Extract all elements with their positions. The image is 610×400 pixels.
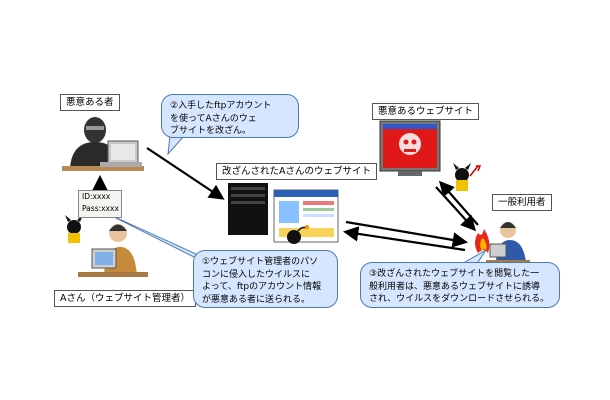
callout-step1-line-4: が悪意ある者に送られる。 <box>202 294 311 305</box>
credentials-note: ID:xxxx Pass:xxxx <box>78 190 122 218</box>
callout-step3-line-3: され、ウイルスをダウンロードさせられる。 <box>369 294 550 304</box>
site-admin-figure <box>78 224 148 277</box>
callout-step3-line-1: ③改ざんされたウェブサイトを閲覧した一 <box>369 269 540 279</box>
callout-step2-line-1: ②入手したftpアカウント <box>170 101 272 111</box>
malicious-site-label: 悪意あるウェブサイト <box>372 103 480 120</box>
callout-step3: ③改ざんされたウェブサイトを閲覧した一 般利用者は、悪意あるウェブサイトに誘導 … <box>360 262 560 308</box>
callout-step2-line-2: を使ってAさんのウェ <box>170 113 257 124</box>
callout-step2: ②入手したftpアカウント を使ってAさんのウェ ブサイトを改ざん。 <box>161 94 299 138</box>
tampered-site-label: 改ざんされたAさんのウェブサイト <box>216 163 377 180</box>
attacker-figure <box>62 117 144 171</box>
credential-id: ID:xxxx <box>82 192 111 201</box>
callout-step1-line-2: コンに侵入したウイルスに <box>202 269 311 280</box>
callout-step1: ①ウェブサイト管理者のパソ コンに侵入したウイルスに よって、ftpのアカウント… <box>193 250 338 308</box>
callout-step2-line-3: ブサイトを改ざん。 <box>170 126 252 136</box>
arrow-user-to-site <box>342 226 466 252</box>
callout-step3-line-2: 般利用者は、悪意あるウェブサイトに誘導 <box>369 281 541 292</box>
malicious-site-icon <box>379 120 441 176</box>
arrow-attacker-to-server <box>146 147 225 200</box>
attacker-label: 悪意ある者 <box>60 94 120 111</box>
arrow-site-to-user <box>345 220 469 248</box>
site-admin-label: Aさん（ウェブサイト管理者） <box>54 290 196 307</box>
bomb-icon <box>287 225 309 244</box>
callout-pointer-step2 <box>167 135 186 156</box>
devil-icon <box>453 163 482 191</box>
devil-icon-admin <box>65 215 83 243</box>
general-user-figure <box>475 222 530 264</box>
callout-step1-line-3: よって、ftpのアカウント情報 <box>202 282 322 292</box>
callout-step1-line-1: ①ウェブサイト管理者のパソ <box>202 257 319 267</box>
server-tower-icon <box>228 183 268 235</box>
credential-pass: Pass:xxxx <box>82 204 119 213</box>
tampered-site-window <box>273 189 339 243</box>
general-user-label: 一般利用者 <box>492 194 552 211</box>
arrow-malicious-to-user <box>435 186 477 232</box>
